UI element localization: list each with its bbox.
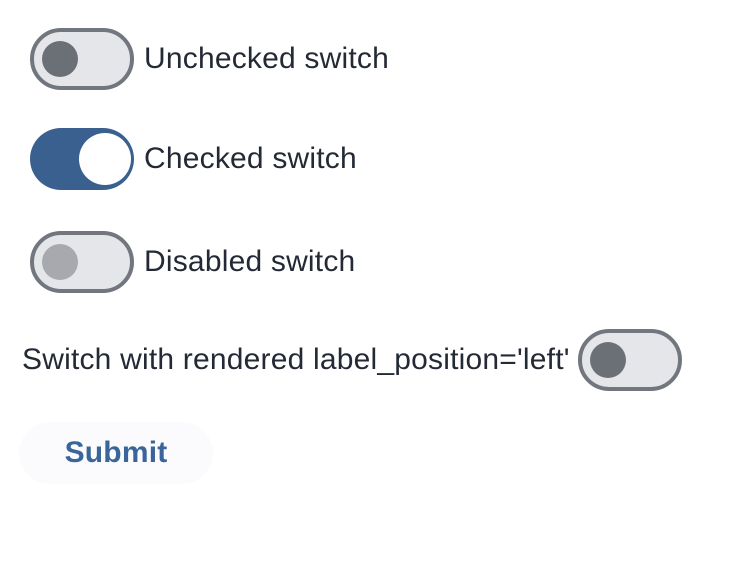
switch-row-unchecked: Unchecked switch xyxy=(30,28,389,90)
submit-button[interactable]: Submit xyxy=(19,422,213,484)
switch-thumb xyxy=(42,244,78,280)
switch-row-disabled: Disabled switch xyxy=(30,231,355,293)
disabled-switch-label: Disabled switch xyxy=(144,245,356,278)
label-left-switch-toggle[interactable] xyxy=(577,329,682,391)
checked-switch-toggle[interactable] xyxy=(30,128,134,190)
switch-thumb xyxy=(589,342,626,378)
switch-thumb xyxy=(42,41,78,77)
disabled-switch-toggle xyxy=(30,231,134,293)
label-left-switch-label: Switch with rendered label_position='lef… xyxy=(22,343,570,376)
switch-thumb xyxy=(79,133,131,185)
switch-row-checked: Checked switch xyxy=(30,128,357,190)
unchecked-switch-label: Unchecked switch xyxy=(144,42,389,75)
switch-row-label-left: Switch with rendered label_position='lef… xyxy=(22,329,682,391)
checked-switch-label: Checked switch xyxy=(144,142,357,175)
unchecked-switch-toggle[interactable] xyxy=(30,28,134,90)
